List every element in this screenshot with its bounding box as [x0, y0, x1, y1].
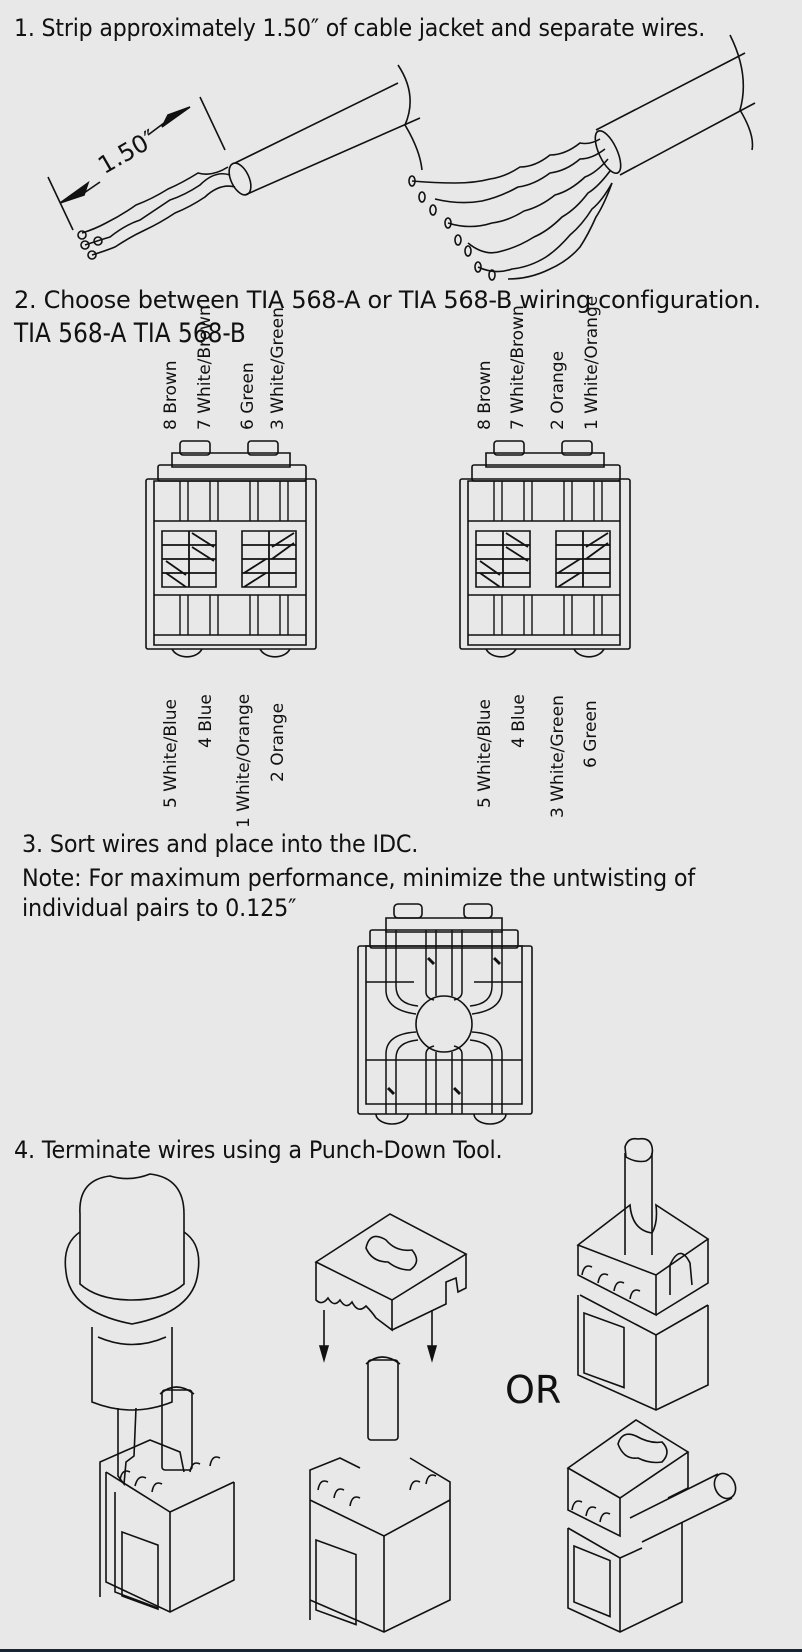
footer-bar — [0, 1649, 802, 1652]
a-top-label-1: 8 Brown — [161, 360, 181, 430]
b-bottom-label-2: 4 Blue — [509, 694, 529, 748]
a-bottom-label-1: 5 White/Blue — [161, 699, 181, 808]
capped-jack-top-illustration — [570, 1135, 720, 1405]
step-4-title: 4. Terminate wires using a Punch-Down To… — [14, 1136, 503, 1164]
a-top-label-3: 6 Green — [238, 362, 258, 430]
step-3-title: 3. Sort wires and place into the IDC. — [22, 830, 419, 858]
b-bottom-label-3: 3 White/Green — [548, 695, 568, 818]
b-top-label-2: 7 White/Brown — [508, 305, 528, 430]
b-top-label-1: 8 Brown — [475, 360, 495, 430]
dimension-label: 1.50″ — [93, 124, 161, 179]
config-labels: TIA 568-A TIA 568-B — [14, 318, 246, 349]
jack-568a-diagram — [140, 435, 315, 665]
a-bottom-label-2: 4 Blue — [196, 694, 216, 748]
step-3-note-line-1: Note: For maximum performance, minimize … — [22, 864, 696, 892]
a-top-label-2: 7 White/Brown — [195, 305, 215, 430]
jack-568b-diagram — [454, 435, 629, 665]
idc-wire-placement-diagram — [354, 902, 534, 1124]
separated-wires-illustration — [400, 55, 760, 280]
step-3-note-line-2: individual pairs to 0.125″ — [22, 894, 297, 922]
cap-and-jack-illustration — [300, 1200, 500, 1630]
stripped-cable-illustration: 1.50″ — [40, 55, 420, 265]
step-2-title: 2. Choose between TIA 568-A or TIA 568-B… — [14, 286, 761, 314]
b-bottom-label-1: 5 White/Blue — [475, 699, 495, 808]
capped-jack-side-illustration — [558, 1418, 758, 1633]
a-bottom-label-3: 1 White/Orange — [234, 693, 254, 828]
a-bottom-label-4: 2 Orange — [268, 702, 288, 782]
or-separator: OR — [505, 1368, 562, 1412]
b-top-label-3: 2 Orange — [548, 350, 568, 430]
punch-down-tool-illustration — [60, 1172, 270, 1627]
b-top-label-4: 1 White/Orange — [582, 295, 602, 430]
b-bottom-label-4: 6 Green — [581, 700, 601, 768]
a-top-label-4: 3 White/Green — [268, 307, 288, 430]
step-1-title: 1. Strip approximately 1.50″ of cable ja… — [14, 14, 706, 42]
